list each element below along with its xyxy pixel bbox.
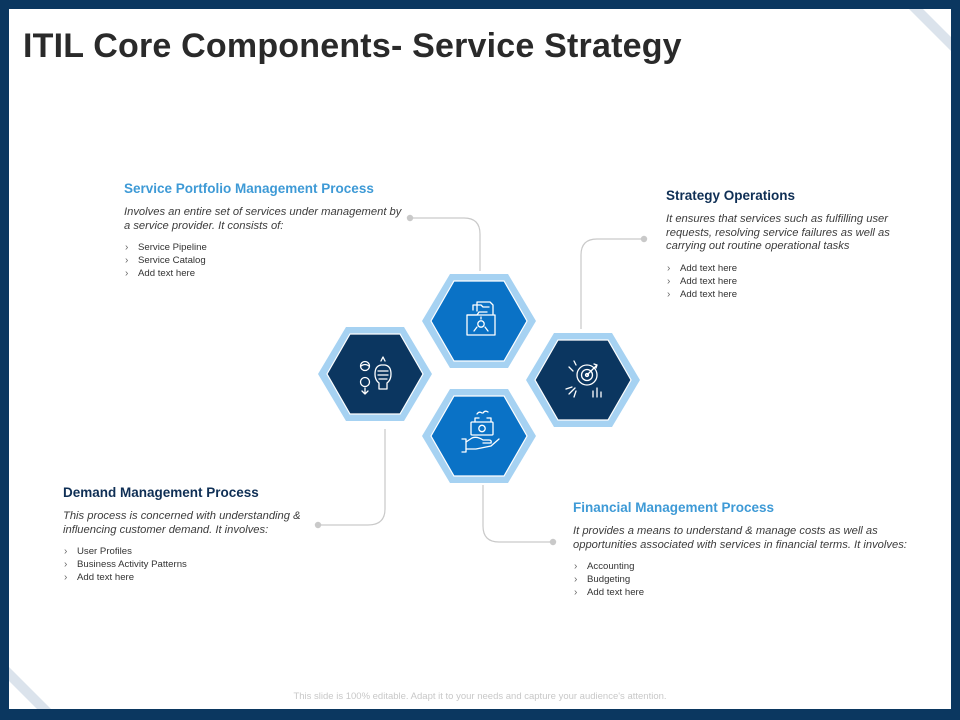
financial-description: It provides a means to understand & mana…: [573, 525, 907, 551]
list-item: Add text here: [63, 571, 315, 584]
money-hand-icon: [461, 410, 500, 453]
connector-dots: [314, 214, 648, 546]
list-item: Budgeting: [573, 573, 939, 586]
demand-description: This process is concerned with understan…: [63, 510, 301, 536]
corner-decoration-top-right: [909, 9, 951, 51]
financial-block: Financial Management Process It provides…: [573, 500, 939, 599]
operations-list: Add text here Add text here Add text her…: [666, 262, 916, 301]
hexagon-left: [318, 327, 432, 421]
financial-heading: Financial Management Process: [573, 500, 775, 515]
demand-list: User Profiles Business Activity Patterns…: [63, 545, 315, 584]
list-item: Business Activity Patterns: [63, 558, 315, 571]
list-item: Add text here: [666, 275, 916, 288]
list-item: Service Pipeline: [124, 241, 404, 254]
target-rocket-icon: [565, 360, 602, 398]
portfolio-list: Service Pipeline Service Catalog Add tex…: [124, 241, 404, 280]
list-item: Add text here: [666, 262, 916, 275]
portfolio-heading: Service Portfolio Management Process: [124, 181, 374, 196]
slide-title: ITIL Core Components- Service Strategy: [23, 27, 682, 65]
slide: ITIL Core Components- Service Strategy: [9, 9, 951, 709]
list-item: Service Catalog: [124, 254, 404, 267]
list-item: Add text here: [573, 586, 939, 599]
hexagon-top: [422, 274, 536, 368]
list-item: Accounting: [573, 560, 939, 573]
slide-footer: This slide is 100% editable. Adapt it to…: [293, 691, 667, 702]
connector-demand: [316, 429, 386, 526]
connector-lines: [316, 217, 642, 543]
portfolio-description: Involves an entire set of services under…: [124, 206, 402, 232]
corner-decoration-bottom-left: [9, 667, 51, 709]
operations-description: It ensures that services such as fulfill…: [666, 213, 890, 252]
demand-block: Demand Management Process This process i…: [63, 485, 315, 584]
portfolio-block: Service Portfolio Management Process Inv…: [124, 181, 404, 280]
operations-heading: Strategy Operations: [666, 188, 796, 203]
operations-block: Strategy Operations It ensures that serv…: [666, 188, 916, 301]
connector-portfolio: [412, 217, 481, 271]
hexagon-diagram: [314, 214, 648, 546]
list-item: Add text here: [124, 267, 404, 280]
hexagon-bottom: [422, 389, 536, 483]
folder-documents-icon: [466, 301, 496, 336]
financial-list: Accounting Budgeting Add text here: [573, 560, 939, 599]
list-item: Add text here: [666, 288, 916, 301]
list-item: User Profiles: [63, 545, 315, 558]
people-idea-icon: [359, 356, 392, 395]
demand-heading: Demand Management Process: [63, 485, 259, 500]
hexagon-right: [526, 333, 640, 427]
connector-financial: [482, 485, 552, 543]
connector-operations: [580, 238, 642, 329]
